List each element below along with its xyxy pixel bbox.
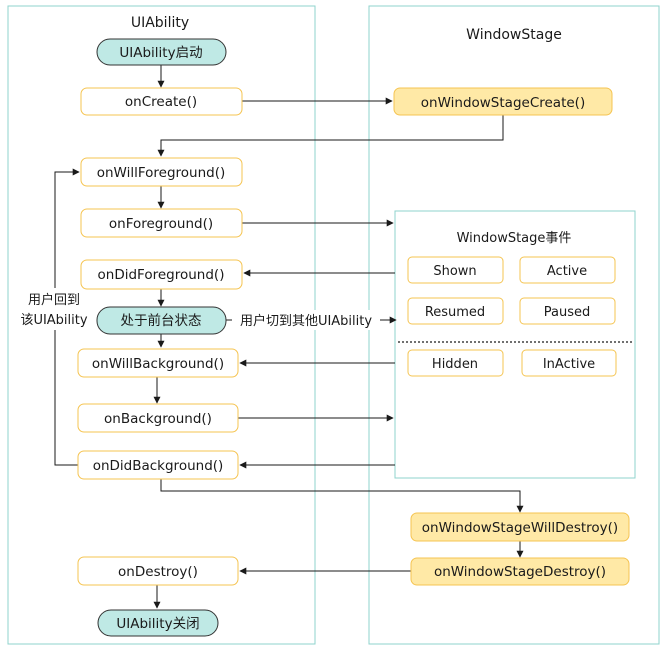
ondidbackground-node: onDidBackground() xyxy=(77,450,239,480)
event-shown-label: Shown xyxy=(433,264,476,279)
windowstage-title: WindowStage xyxy=(466,27,562,43)
uiability-start-node: UIAbility启动 xyxy=(96,38,227,66)
ondestroy-node: onDestroy() xyxy=(77,556,239,586)
onwindowstagewilldestroy-label: onWindowStageWillDestroy() xyxy=(422,520,618,536)
event-resumed-label: Resumed xyxy=(425,305,485,320)
onwillbackground-node: onWillBackground() xyxy=(77,348,239,378)
onwindowstagedestroy-node: onWindowStageDestroy() xyxy=(410,557,630,586)
return-label-line1: 用户回到 xyxy=(28,292,80,308)
event-resumed: Resumed xyxy=(407,297,504,325)
event-active: Active xyxy=(519,256,616,284)
onwillforeground-node: onWillForeground() xyxy=(80,157,243,187)
uiability-end-node: UIAbility关闭 xyxy=(97,609,219,637)
ondidforeground-label: onDidForeground() xyxy=(98,267,225,283)
edge-didbg-to-willdestroy xyxy=(160,479,524,513)
event-paused: Paused xyxy=(519,297,616,325)
onforeground-label: onForeground() xyxy=(109,216,213,232)
return-label-bg xyxy=(18,288,92,330)
uiability-end-label: UIAbility关闭 xyxy=(116,616,199,632)
events-title: WindowStage事件 xyxy=(457,231,572,246)
onwillbackground-label: onWillBackground() xyxy=(92,356,224,372)
ondestroy-label: onDestroy() xyxy=(118,564,198,580)
onwindowstagewilldestroy-node: onWindowStageWillDestroy() xyxy=(410,512,630,542)
event-inactive: InActive xyxy=(521,349,617,377)
event-active-label: Active xyxy=(547,264,587,279)
windowstage-events-panel xyxy=(394,210,636,479)
return-label-line2: 该UIAbility xyxy=(20,313,87,328)
oncreate-label: onCreate() xyxy=(125,94,197,110)
foreground-state-label: 处于前台状态 xyxy=(121,312,202,329)
oncreate-node: onCreate() xyxy=(80,87,243,116)
event-hidden: Hidden xyxy=(407,349,504,377)
onwillforeground-label: onWillForeground() xyxy=(97,165,226,181)
onbackground-node: onBackground() xyxy=(77,403,239,433)
switch-away-label: 用户切到其他UIAbility xyxy=(240,313,372,329)
uiability-start-label: UIAbility启动 xyxy=(119,45,202,61)
onforeground-node: onForeground() xyxy=(80,208,243,238)
event-hidden-label: Hidden xyxy=(432,357,478,372)
uiability-title: UIAbility xyxy=(131,15,189,31)
ondidforeground-node: onDidForeground() xyxy=(80,259,243,290)
onwindowstagecreate-label: onWindowStageCreate() xyxy=(421,95,585,111)
onwindowstagedestroy-label: onWindowStageDestroy() xyxy=(434,564,606,580)
event-shown: Shown xyxy=(407,256,504,284)
event-inactive-label: InActive xyxy=(543,357,595,372)
switch-label-bg xyxy=(232,310,380,330)
onwindowstagecreate-node: onWindowStageCreate() xyxy=(393,87,613,116)
edge-wscreate-to-willforeground xyxy=(157,115,504,157)
event-paused-label: Paused xyxy=(544,305,590,320)
ondidbackground-label: onDidBackground() xyxy=(93,458,224,474)
onbackground-label: onBackground() xyxy=(104,411,212,427)
foreground-state-node: 处于前台状态 xyxy=(96,306,227,335)
